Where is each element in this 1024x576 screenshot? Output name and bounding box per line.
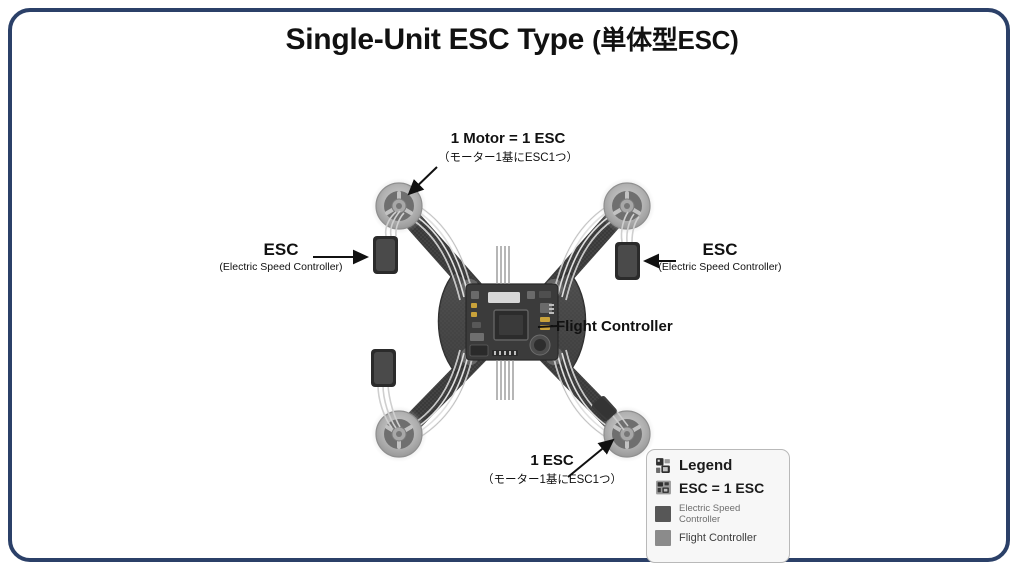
legend-swatch-flight-controller xyxy=(655,530,671,546)
annotation-one-esc-sub: （モーター1基にESC1つ） xyxy=(482,474,622,486)
esc-module-bottom-left xyxy=(371,349,401,429)
legend-esc-label: ESC = 1 ESC xyxy=(679,479,765,496)
circuit-board-icon xyxy=(656,458,670,473)
motor-bottom-left xyxy=(371,406,427,462)
legend-swatch-esc-label: Electric Speed Controller xyxy=(679,503,741,525)
annotation-esc-left-main: ESC xyxy=(263,240,299,259)
page-title-japanese: (単体型ESC) xyxy=(592,25,739,55)
esc-module-top-left xyxy=(373,210,405,274)
legend-title-row: Legend xyxy=(655,457,781,474)
annotation-esc-left-sub: (Electric Speed Controller) xyxy=(219,261,343,273)
annotation-flight-controller: Flight Controller xyxy=(556,318,673,335)
annotation-motor-equals-esc-sub: （モーター1基にESC1つ） xyxy=(438,152,578,164)
legend-swatch-esc xyxy=(655,506,671,522)
legend-swatch-row-esc: Electric Speed Controller xyxy=(655,503,781,525)
page-title: Single-Unit ESC Type (単体型ESC) xyxy=(0,20,1024,57)
flight-controller-board xyxy=(465,283,559,361)
legend-swatch-fc-label: Flight Controller xyxy=(679,532,757,544)
annotation-esc-right-main: ESC xyxy=(702,240,738,259)
annotation-esc-right-sub: (Electric Speed Controller) xyxy=(658,261,782,273)
legend-panel: Legend ESC = 1 ESC Electric Speed Contro… xyxy=(646,449,790,563)
legend-esc-row: ESC = 1 ESC xyxy=(655,479,781,496)
esc-module-top-right xyxy=(615,211,640,280)
annotation-esc-right: ESC (Electric Speed Controller) xyxy=(640,240,800,273)
legend-title-label: Legend xyxy=(679,457,733,474)
esc-chip-icon xyxy=(656,480,671,495)
leader-arrow-top xyxy=(407,166,438,196)
annotation-motor-equals-esc: 1 Motor = 1 ESC （モーター1基にESC1つ） xyxy=(408,130,608,165)
motor-top-right xyxy=(599,178,655,234)
leader-arrow-bottom xyxy=(567,438,615,478)
esc-module-bottom-right xyxy=(591,396,629,431)
annotation-one-esc-main: 1 ESC xyxy=(530,452,574,469)
page-title-english: Single-Unit ESC Type xyxy=(285,23,593,56)
motor-top-left xyxy=(371,178,427,234)
legend-swatch-row-fc: Flight Controller xyxy=(655,530,781,546)
annotation-motor-equals-esc-main: 1 Motor = 1 ESC xyxy=(450,130,566,147)
annotation-one-esc: 1 ESC （モーター1基にESC1つ） xyxy=(462,452,642,487)
annotation-esc-left: ESC (Electric Speed Controller) xyxy=(206,240,356,273)
